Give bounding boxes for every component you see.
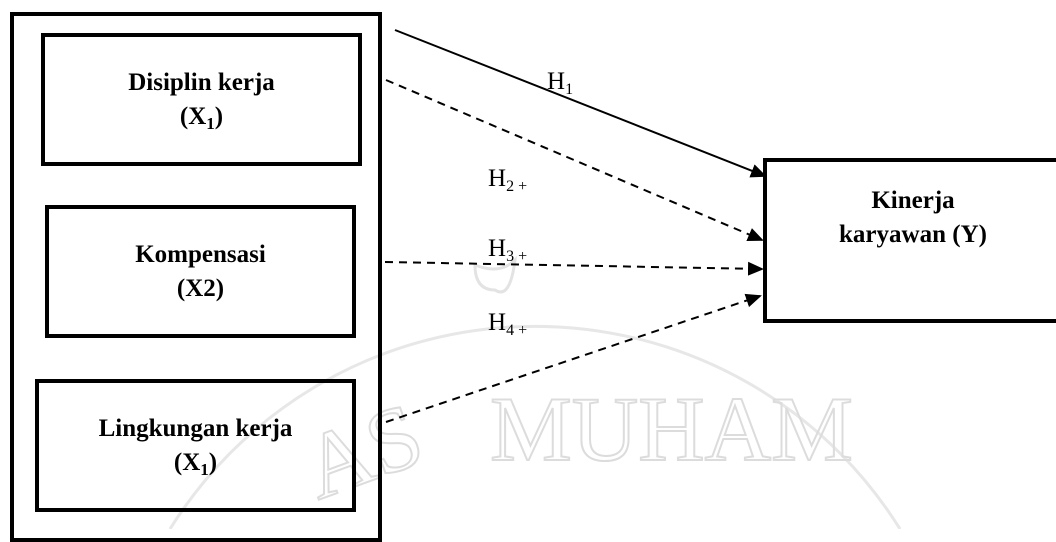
hypothesis-label-h2: H2 + [488, 165, 528, 195]
hypothesis-letter: H [488, 309, 507, 336]
hypothesis-letter: H [488, 235, 507, 262]
variable-name: Disiplin kerja [128, 68, 275, 96]
dependent-variable-line2: karyawan (Y) [839, 221, 987, 248]
variable-code: (X1) [173, 448, 218, 479]
hypothesis-subscript: 4 + [506, 322, 528, 339]
arrow-h4 [385, 293, 762, 423]
variable-box-lingkungan-kerja: Lingkungan kerja (X1) [35, 379, 356, 512]
hypothesis-arrows [384, 29, 767, 423]
variable-code-subscript: 1 [200, 459, 209, 479]
arrow-h2 [385, 79, 764, 241]
arrow-h1 [394, 29, 767, 178]
hypothesis-label-h1: H1 [547, 68, 574, 98]
hypothesis-subscript: 1 [565, 81, 574, 98]
dependent-variable-line1: Kinerja [871, 187, 955, 214]
research-framework-diagram: AS MUHAM Disiplin kerja (X1) Kompensasi … [10, 12, 1056, 542]
arrow-h3 [384, 261, 764, 276]
hypothesis-letter: H [547, 68, 566, 95]
variable-code: (X2) [176, 274, 225, 302]
variable-code-subscript: 1 [206, 113, 215, 133]
variable-code: (X1) [179, 102, 224, 133]
hypothesis-label-h4: H4 + [488, 309, 528, 339]
variable-box-kompensasi: Kompensasi (X2) [45, 205, 356, 338]
hypothesis-subscript: 3 + [506, 248, 528, 265]
variable-code-letter: X [188, 102, 207, 130]
variable-box-kinerja-karyawan: Kinerja karyawan (Y) [763, 158, 1056, 323]
hypothesis-letter: H [488, 165, 507, 192]
variable-name: Kompensasi [135, 240, 266, 268]
hypothesis-subscript: 2 + [506, 178, 528, 195]
variable-box-disiplin-kerja: Disiplin kerja (X1) [41, 33, 362, 166]
hypothesis-label-h3: H3 + [488, 235, 528, 265]
variable-name: Lingkungan kerja [98, 414, 293, 442]
variable-code-letter: X [182, 448, 201, 476]
